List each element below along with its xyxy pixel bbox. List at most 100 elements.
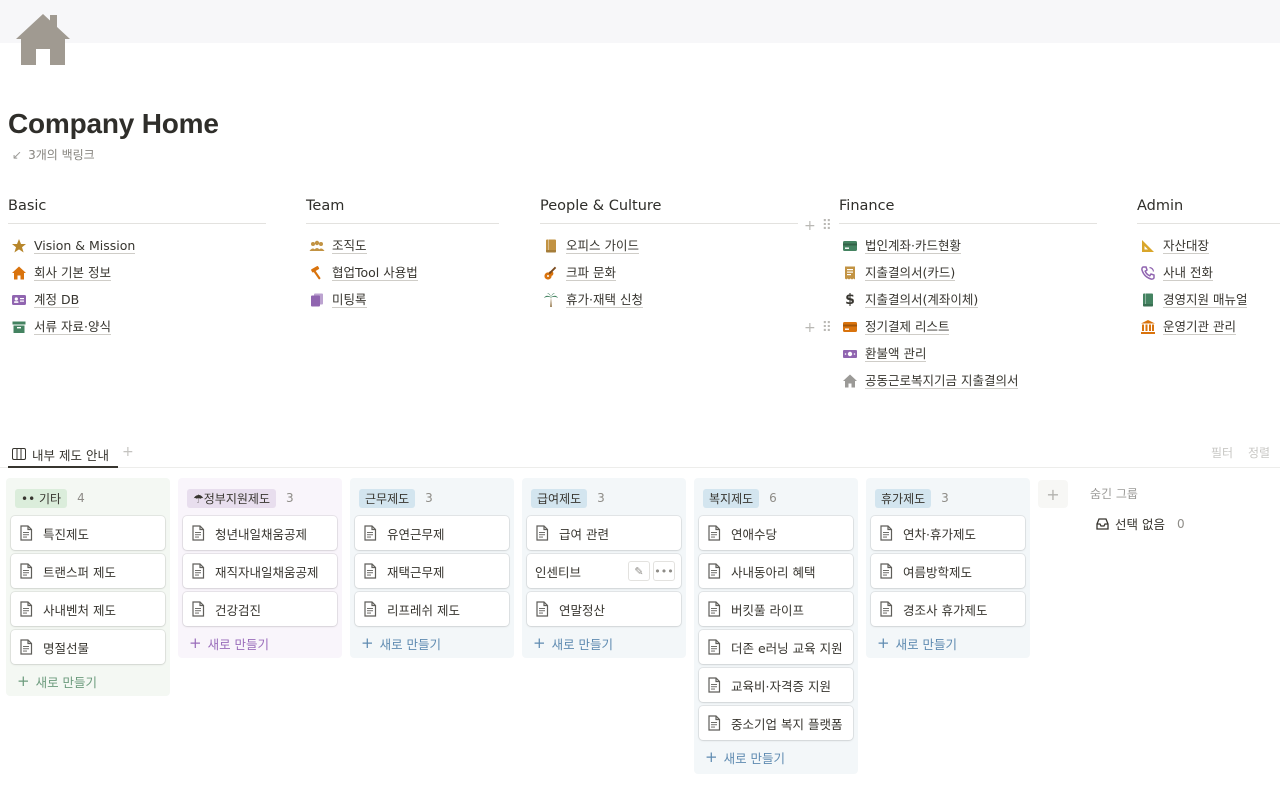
board-card[interactable]: 유연근무제 bbox=[355, 516, 509, 550]
page-link[interactable]: 지출결의서(카드) bbox=[839, 259, 1097, 286]
sort-button[interactable]: 정렬 bbox=[1248, 446, 1271, 460]
page-link[interactable]: 공동근로복지기금 지출결의서 bbox=[839, 367, 1097, 394]
page-link[interactable]: 계정 DB bbox=[8, 286, 266, 313]
drag-handle-icon[interactable]: ⠿ bbox=[821, 320, 832, 336]
board-card[interactable]: 연애수당 bbox=[699, 516, 853, 550]
board-card[interactable]: 인센티브✎••• bbox=[527, 554, 681, 588]
board-card[interactable]: 재직자내일채움공제 bbox=[183, 554, 337, 588]
new-card-label: 새로 만들기 bbox=[895, 636, 958, 652]
hidden-group-item[interactable]: 선택 없음 0 bbox=[1096, 514, 1185, 533]
page-link-label: 환불액 관리 bbox=[865, 345, 927, 362]
page-link[interactable]: 회사 기본 정보 bbox=[8, 259, 266, 286]
add-view-icon[interactable]: + bbox=[122, 444, 134, 460]
page-link-label: 오피스 가이드 bbox=[566, 237, 639, 254]
document-icon bbox=[19, 563, 33, 579]
page-link[interactable]: 자산대장 bbox=[1137, 232, 1280, 259]
card-title: 여름방학제도 bbox=[903, 564, 973, 580]
plus-icon[interactable]: + bbox=[804, 320, 816, 336]
group-count: 3 bbox=[941, 491, 949, 505]
plus-icon[interactable]: + bbox=[804, 218, 816, 234]
board-card[interactable]: 여름방학제도 bbox=[871, 554, 1025, 588]
page-link-label: 지출결의서(계좌이체) bbox=[865, 291, 979, 308]
add-group-button[interactable]: + bbox=[1038, 480, 1068, 508]
palm-tree-icon bbox=[542, 292, 560, 308]
page-link[interactable]: 조직도 bbox=[306, 232, 499, 259]
board-card[interactable]: 사내벤처 제도 bbox=[11, 592, 165, 626]
board-card[interactable]: 연말정산 bbox=[527, 592, 681, 626]
document-icon bbox=[191, 601, 205, 617]
board-card[interactable]: 트랜스퍼 제도 bbox=[11, 554, 165, 588]
card-title: 중소기업 복지 플랫폼 bbox=[731, 716, 843, 732]
drag-handle-icon[interactable]: ⠿ bbox=[821, 218, 832, 234]
page-link[interactable]: 운영기관 관리 bbox=[1137, 313, 1280, 340]
new-card-button[interactable]: +새로 만들기 bbox=[699, 740, 853, 774]
block-handle[interactable]: +⠿ bbox=[804, 218, 832, 234]
board-card[interactable]: 버킷풀 라이프 bbox=[699, 592, 853, 626]
block-handle[interactable]: +⠿ bbox=[804, 320, 832, 336]
new-card-button[interactable]: +새로 만들기 bbox=[871, 626, 1025, 660]
plus-icon: + bbox=[361, 634, 374, 652]
board-card[interactable]: 명절선물 bbox=[11, 630, 165, 664]
board-card[interactable]: 경조사 휴가제도 bbox=[871, 592, 1025, 626]
plus-icon: + bbox=[189, 634, 202, 652]
board-card[interactable]: 급여 관련 bbox=[527, 516, 681, 550]
arrow-down-left-icon: ↙ bbox=[12, 147, 23, 162]
page-link[interactable]: 협업Tool 사용법 bbox=[306, 259, 499, 286]
page-link[interactable]: 크파 문화 bbox=[540, 259, 798, 286]
board-card[interactable]: 건강검진 bbox=[183, 592, 337, 626]
board-card[interactable]: 교육비·자격증 지원 bbox=[699, 668, 853, 702]
document-icon bbox=[707, 563, 721, 579]
page-link[interactable]: 서류 자료·양식 bbox=[8, 313, 266, 340]
new-card-button[interactable]: +새로 만들기 bbox=[527, 626, 681, 660]
page-link[interactable]: $지출결의서(계좌이체) bbox=[839, 286, 1097, 313]
card-title: 건강검진 bbox=[215, 602, 262, 618]
page-link[interactable]: 사내 전화 bbox=[1137, 259, 1280, 286]
new-card-button[interactable]: +새로 만들기 bbox=[355, 626, 509, 660]
page-link[interactable]: 오피스 가이드 bbox=[540, 232, 798, 259]
receipt-icon bbox=[841, 265, 859, 281]
board-card[interactable]: 연차·휴가제도 bbox=[871, 516, 1025, 550]
page-link[interactable]: 미팅록 bbox=[306, 286, 499, 313]
document-icon bbox=[879, 601, 893, 617]
page-link[interactable]: 정기결제 리스트 bbox=[839, 313, 1097, 340]
page-link[interactable]: 환불액 관리 bbox=[839, 340, 1097, 367]
page-link-label: 공동근로복지기금 지출결의서 bbox=[865, 372, 1019, 389]
tab-board-view[interactable]: 내부 제도 안내 bbox=[8, 442, 118, 468]
board-card[interactable]: 재택근무제 bbox=[355, 554, 509, 588]
pencil-icon[interactable]: ✎ bbox=[628, 561, 650, 581]
document-icon bbox=[707, 715, 721, 731]
plus-icon: + bbox=[705, 748, 718, 766]
board-card[interactable]: 청년내일채움공제 bbox=[183, 516, 337, 550]
backlinks[interactable]: ↙ 3개의 백링크 bbox=[12, 146, 95, 163]
card-title: 버킷풀 라이프 bbox=[731, 602, 804, 618]
board-card[interactable]: 특진제도 bbox=[11, 516, 165, 550]
board-card[interactable]: 더존 e러닝 교육 지원 bbox=[699, 630, 853, 664]
page-link[interactable]: 휴가·재택 신청 bbox=[540, 286, 798, 313]
page-link-label: Vision & Mission bbox=[34, 237, 136, 254]
board-card[interactable]: 중소기업 복지 플랫폼 bbox=[699, 706, 853, 740]
page-link-label: 법인계좌·카드현황 bbox=[865, 237, 961, 254]
card-title: 유연근무제 bbox=[387, 526, 445, 542]
more-icon[interactable]: ••• bbox=[653, 561, 675, 581]
page-link[interactable]: 경영지원 매뉴얼 bbox=[1137, 286, 1280, 313]
new-card-button[interactable]: +새로 만들기 bbox=[183, 626, 337, 660]
board-card[interactable]: 리프레쉬 제도 bbox=[355, 592, 509, 626]
page-link[interactable]: 법인계좌·카드현황 bbox=[839, 232, 1097, 259]
group-name: •• 기타 bbox=[15, 488, 68, 508]
book-icon bbox=[542, 238, 560, 254]
new-card-button[interactable]: +새로 만들기 bbox=[11, 664, 165, 698]
page-link[interactable]: Vision & Mission bbox=[8, 232, 266, 259]
board-card[interactable]: 사내동아리 혜택 bbox=[699, 554, 853, 588]
document-icon bbox=[19, 601, 33, 617]
document-icon bbox=[191, 525, 205, 541]
house-icon[interactable] bbox=[14, 12, 72, 68]
group-name: ☂정부지원제도 bbox=[187, 488, 276, 508]
filter-button[interactable]: 필터 bbox=[1211, 446, 1234, 460]
